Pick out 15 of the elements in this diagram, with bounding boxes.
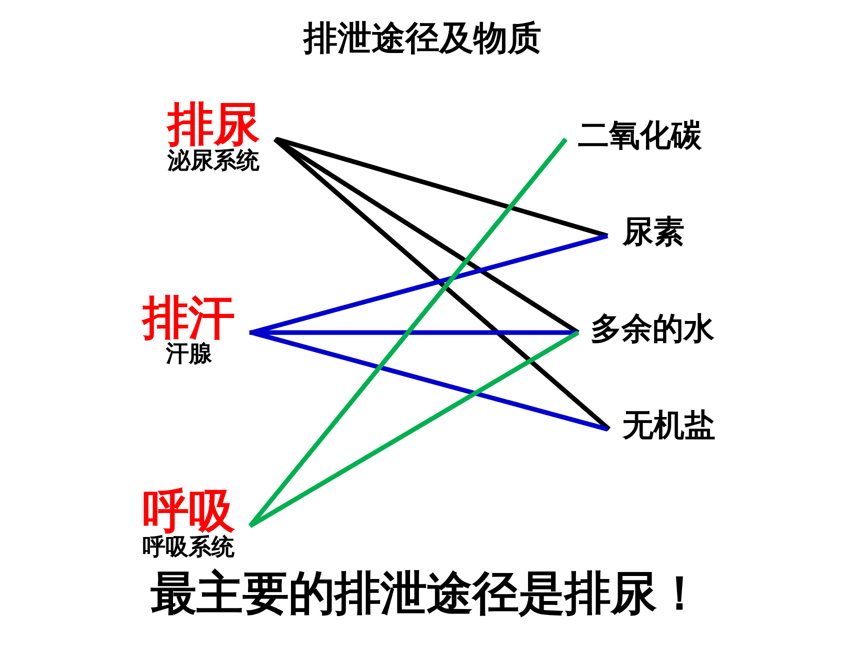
node-text: 二氧化碳	[578, 117, 702, 154]
connector	[249, 330, 578, 335]
caption: 最主要的排泄途径是排尿！	[150, 566, 703, 620]
node-text: 排汗 汗腺	[142, 290, 235, 368]
connector	[276, 136, 608, 238]
connector	[248, 330, 580, 528]
diagram-title: 排泄途径及物质	[304, 18, 542, 59]
connector	[274, 137, 580, 335]
connector	[248, 138, 568, 528]
connector	[273, 137, 611, 432]
node-text: 尿素	[622, 214, 684, 250]
node-text: 无机盐	[622, 407, 716, 444]
node-text: 呼吸 呼吸系统	[142, 484, 235, 561]
node-text: 排尿 泌尿系统	[167, 96, 260, 174]
node-text: 多余的水	[590, 310, 715, 347]
